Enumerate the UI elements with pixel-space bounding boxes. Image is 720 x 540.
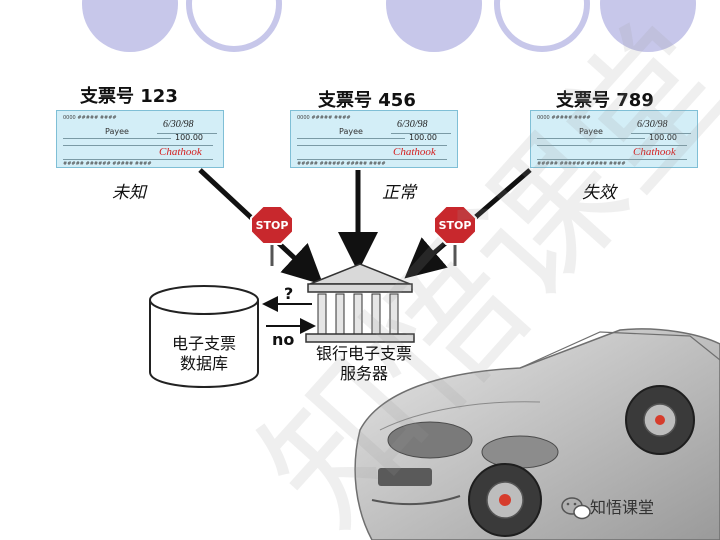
check-status: 正常 (382, 183, 416, 202)
check-title: 支票号 789 (556, 90, 654, 111)
check-status: 失效 (582, 183, 616, 202)
check-status: 未知 (112, 183, 146, 202)
stop-sign: STOP (433, 205, 477, 266)
response-label: no (272, 330, 295, 349)
check-signature: Chathook (393, 146, 436, 158)
check-image: 0000 ##### #### 6/30/98 Payee 100.00 Cha… (56, 110, 224, 168)
check-title: 支票号 123 (80, 86, 178, 107)
database-label-line1: 电子支票 (171, 334, 236, 353)
check-payee: Payee (339, 127, 363, 136)
check-payee: Payee (105, 127, 129, 136)
check-image: 0000 ##### #### 6/30/98 Payee 100.00 Cha… (530, 110, 698, 168)
check-signature: Chathook (159, 146, 202, 158)
database-label-line2: 数据库 (179, 354, 228, 373)
database-label: 电子支票 数据库 (150, 334, 258, 374)
check-signature: Chathook (633, 146, 676, 158)
check-image: 0000 ##### #### 6/30/98 Payee 100.00 Cha… (290, 110, 458, 168)
server-label-line2: 服务器 (339, 364, 388, 383)
query-label: ? (284, 284, 294, 303)
check-date: 6/30/98 (637, 119, 668, 130)
brand-logo: 知悟课堂 (590, 498, 655, 517)
stop-sign: STOP (250, 205, 294, 266)
check-amount: 100.00 (409, 133, 437, 142)
car-illustration (354, 328, 720, 540)
check-title: 支票号 456 (318, 90, 416, 111)
check-date: 6/30/98 (397, 119, 428, 130)
check-amount: 100.00 (175, 133, 203, 142)
wechat-icon (561, 497, 591, 520)
server-label: 银行电子支票 服务器 (296, 344, 432, 384)
server-label-line1: 银行电子支票 (315, 344, 412, 363)
bank-building-icon (305, 263, 415, 343)
stop-sign-label: STOP (439, 219, 472, 232)
check-amount: 100.00 (649, 133, 677, 142)
stop-sign-label: STOP (256, 219, 289, 232)
check-date: 6/30/98 (163, 119, 194, 130)
check-payee: Payee (579, 127, 603, 136)
database-cylinder (149, 285, 259, 388)
